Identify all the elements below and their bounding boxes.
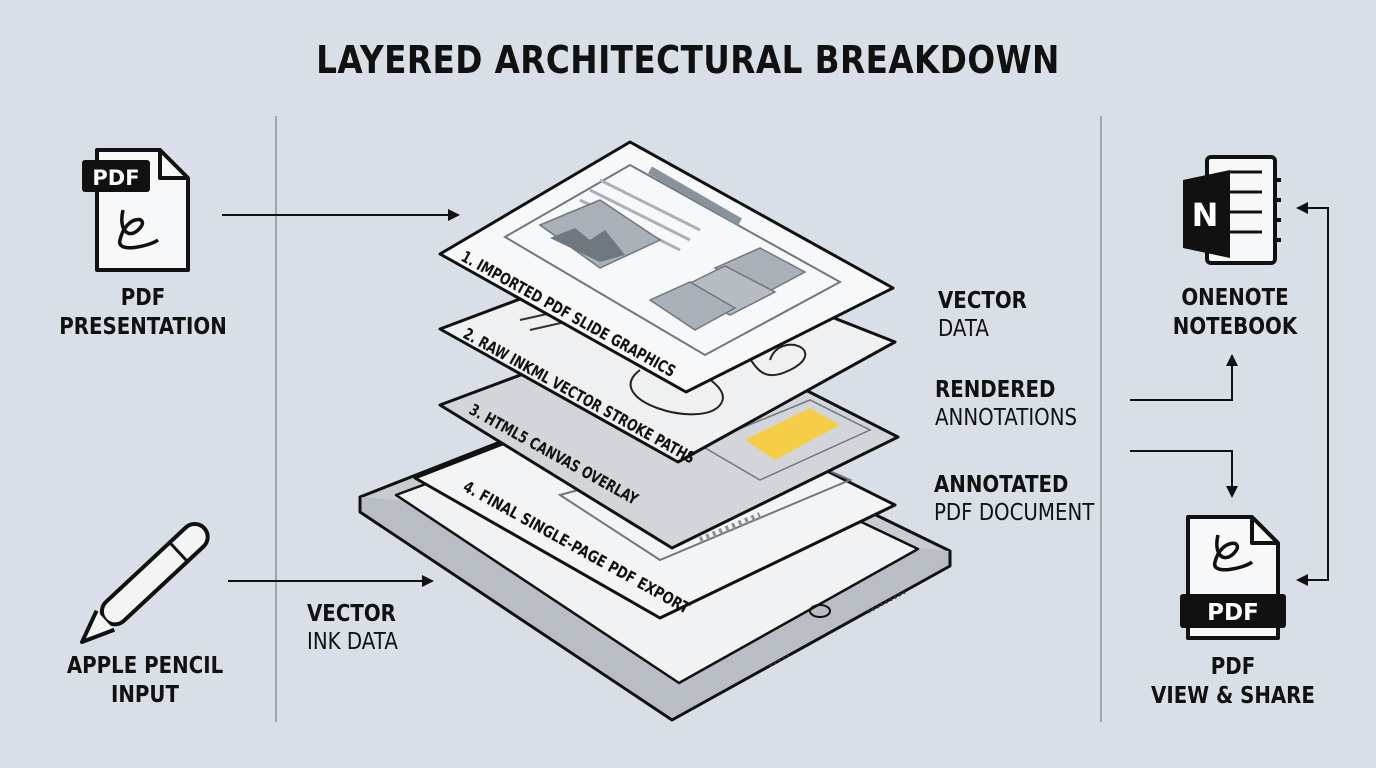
annotated-to-pdf-arrow	[1130, 450, 1238, 498]
vector-data-bold: VECTOR	[938, 288, 1027, 314]
pdf-output-icon	[1180, 515, 1286, 640]
vector-data-normal: DATA	[938, 316, 989, 342]
pdf-view-share-label: PDF VIEW & SHARE	[1136, 653, 1330, 711]
pdf-presentation-label: PDF PRESENTATION	[54, 284, 231, 342]
rendered-annotations-label: RENDERED ANNOTATIONS	[935, 376, 1077, 432]
vector-ink-bold: VECTOR	[307, 601, 396, 627]
pencil-label-line2: INPUT	[111, 682, 179, 708]
vector-ink-normal: INK DATA	[307, 629, 398, 655]
pencil-label-line1: APPLE PENCIL	[66, 653, 224, 679]
annotated-pdf-label: ANNOTATED PDF DOCUMENT	[934, 471, 1094, 527]
rendered-normal: ANNOTATIONS	[935, 405, 1078, 431]
vector-ink-data-label: VECTOR INK DATA	[307, 600, 398, 656]
onenote-label-line1: ONENOTE	[1181, 285, 1289, 311]
onenote-notebook-label: ONENOTE NOTEBOOK	[1145, 284, 1326, 342]
rendered-to-onenote-arrow	[1130, 354, 1238, 401]
pdf-onenote-link-arrow	[1296, 202, 1329, 581]
pdf-output-label-line2: VIEW & SHARE	[1151, 683, 1315, 709]
pdf-label-line1: PDF	[120, 285, 166, 311]
onenote-notebook-icon	[1183, 155, 1281, 265]
annotated-normal: PDF DOCUMENT	[934, 500, 1095, 526]
onenote-glyph: N	[1192, 196, 1219, 234]
pdf-file-icon	[82, 148, 190, 272]
apple-pencil-icon	[80, 521, 210, 645]
pdf-output-label-line1: PDF	[1210, 654, 1256, 680]
diagram-title: LAYERED ARCHITECTURAL BREAKDOWN	[316, 38, 1060, 82]
rendered-bold: RENDERED	[935, 377, 1056, 403]
annotated-bold: ANNOTATED	[934, 472, 1069, 498]
layer-1-sheet	[438, 140, 895, 394]
pdf-badge-text: PDF	[92, 166, 139, 190]
pdf-label-line2: PRESENTATION	[59, 314, 227, 340]
onenote-label-line2: NOTEBOOK	[1172, 314, 1298, 340]
pdf-output-badge-text: PDF	[1207, 600, 1259, 626]
vector-data-label: VECTOR DATA	[938, 287, 1027, 343]
apple-pencil-label: APPLE PENCIL INPUT	[55, 652, 236, 710]
